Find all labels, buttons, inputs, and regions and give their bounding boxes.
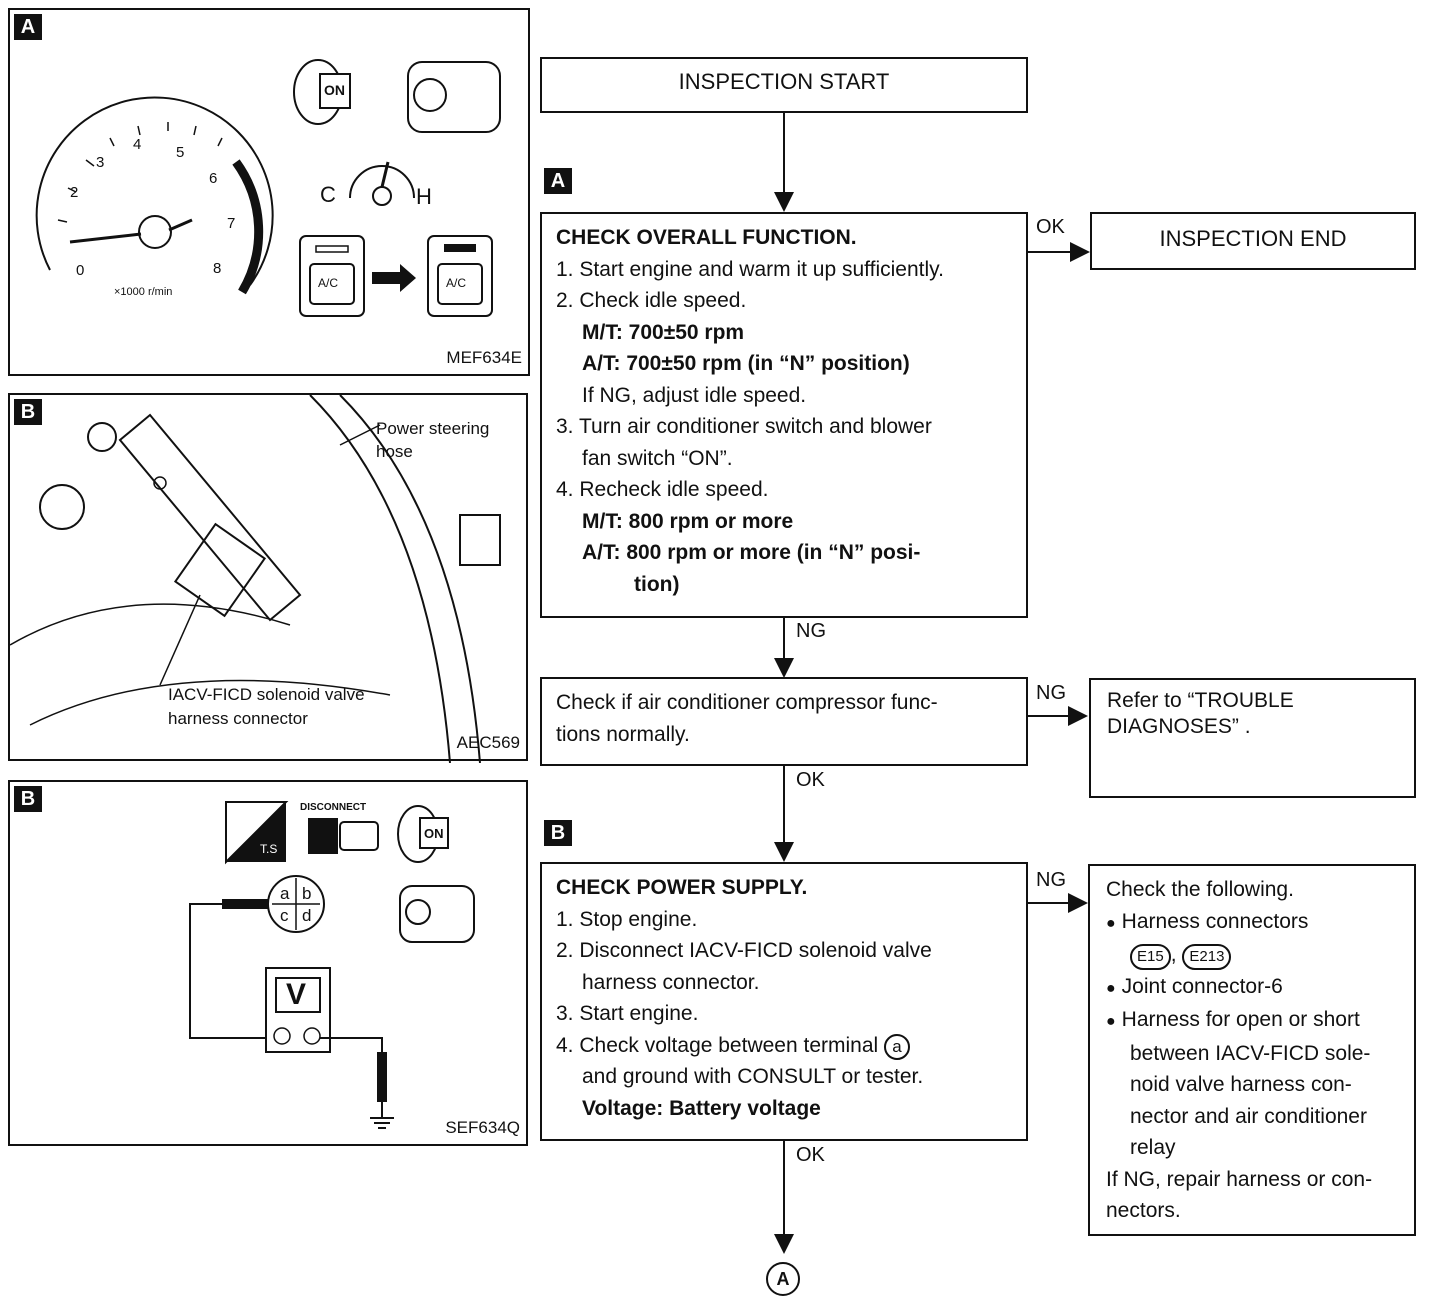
engine-bay-illustration — [10, 395, 501, 763]
connector-separator: , — [1170, 943, 1177, 966]
check-power-supply-box: CHECK POWER SUPPLY. 1. Stop engine. 2. D… — [540, 862, 1028, 1141]
check1-line2: 2. Check idle speed. — [556, 289, 747, 312]
ng-label: NG — [796, 620, 826, 642]
following-line7: nector and air conditioner — [1130, 1104, 1367, 1128]
check-following-box: Check the following. Harness connectors … — [1088, 864, 1416, 1236]
tach-number-5: 5 — [176, 144, 185, 161]
panel-tag: B — [14, 786, 42, 812]
gauge-hot: H — [416, 184, 432, 209]
tick-marks — [57, 122, 223, 223]
figure-id: MEF634E — [446, 348, 522, 367]
check1-line11: tion) — [634, 572, 680, 596]
tach-number-8: 8 — [213, 260, 222, 277]
pin-c: c — [280, 906, 289, 925]
disconnect-label: DISCONNECT — [300, 802, 367, 813]
tach-number-6: 6 — [209, 170, 218, 187]
check-compressor-box: Check if air conditioner compressor func… — [540, 677, 1028, 766]
tach-number-7: 7 — [227, 215, 236, 232]
voltmeter-display: V — [286, 978, 307, 1011]
check3-line2: 2. Disconnect IACV-FICD solenoid valve — [556, 939, 932, 962]
trouble-line2: DIAGNOSES” . — [1107, 715, 1251, 738]
connector-codes: E15, E213 — [1106, 939, 1398, 971]
connector-e213: E213 — [1182, 944, 1232, 970]
tach-unit: ×1000 r/min — [114, 286, 173, 298]
following-line8: relay — [1130, 1136, 1176, 1159]
check3-line7: Voltage: Battery voltage — [582, 1096, 821, 1120]
ts-label: T.S — [260, 842, 278, 856]
panel-tag: B — [14, 399, 42, 425]
voltage-check-illustration — [189, 801, 475, 1129]
valve-label-2: harness connector — [168, 709, 308, 728]
following-line1: Check the following. — [1106, 878, 1294, 901]
figure-id: SEF634Q — [445, 1118, 520, 1137]
check1-line7: fan switch “ON”. — [582, 446, 733, 470]
ok-label: OK — [796, 1144, 825, 1166]
check1-line10: A/T: 800 rpm or more (in “N” posi- — [582, 541, 921, 564]
trouble-diagnoses-box: Refer to “TROUBLE DIAGNOSES” . — [1089, 678, 1416, 798]
pin-b: b — [302, 884, 312, 903]
check3-line6: and ground with CONSULT or tester. — [582, 1065, 924, 1088]
following-line10: nectors. — [1106, 1199, 1181, 1222]
figure-panel-b1: B Power steering hose IACV-FICD solenoid… — [8, 393, 528, 763]
figure-id: AEC569 — [456, 733, 520, 752]
following-line5: between IACV-FICD sole- — [1130, 1041, 1371, 1065]
check1-heading: CHECK OVERALL FUNCTION. — [556, 226, 857, 249]
step-tag-b: B — [544, 820, 572, 846]
goto-connector-a: A — [766, 1262, 800, 1296]
check3-line1: 1. Stop engine. — [556, 907, 698, 931]
valve-label-1: IACV-FICD solenoid valve — [168, 685, 365, 704]
ok-label: OK — [1036, 216, 1065, 238]
check1-line4: A/T: 700±50 rpm (in “N” position) — [582, 352, 910, 375]
pin-a: a — [280, 884, 290, 903]
tach-number-3: 3 — [96, 154, 105, 171]
ac-button-off: A/C — [318, 276, 339, 290]
check-overall-function-box: CHECK OVERALL FUNCTION. 1. Start engine … — [540, 212, 1028, 618]
figure-panel-b2: B T.S DISCONNECT ON a b c d V SEF634Q — [8, 780, 528, 1146]
following-line4: Harness for open or short — [1106, 1004, 1398, 1038]
terminal-a-symbol: a — [884, 1033, 911, 1060]
tach-number-2: 2 — [70, 184, 79, 201]
check1-line6: 3. Turn air conditioner switch and blowe… — [556, 415, 932, 438]
tachometer-illustration — [35, 59, 501, 317]
check1-line1: 1. Start engine and warm it up sufficien… — [556, 257, 944, 281]
following-line2: Harness connectors — [1106, 906, 1398, 940]
check3-line5: 4. Check voltage between terminal a — [556, 1030, 1012, 1062]
hose-label: Power steering hose — [376, 419, 490, 461]
check1-line8: 4. Recheck idle speed. — [556, 478, 769, 501]
tach-number-0: 0 — [76, 262, 85, 279]
check3-line4: 3. Start engine. — [556, 1002, 699, 1025]
pin-d: d — [302, 906, 312, 925]
inspection-end-box: INSPECTION END — [1090, 212, 1416, 270]
inspection-start-box: INSPECTION START — [540, 57, 1028, 113]
panel-tag: A — [14, 14, 42, 40]
check3-heading: CHECK POWER SUPPLY. — [556, 876, 808, 899]
check3-line5-text: 4. Check voltage between terminal — [556, 1033, 879, 1057]
tach-number-4: 4 — [133, 136, 142, 153]
trouble-line1: Refer to “TROUBLE — [1107, 689, 1294, 712]
step-tag-a: A — [544, 168, 572, 194]
ng-label: NG — [1036, 682, 1066, 704]
check1-line5: If NG, adjust idle speed. — [582, 383, 807, 407]
following-line9: If NG, repair harness or con- — [1106, 1167, 1373, 1191]
ignition-key-icon: ON — [424, 826, 444, 841]
ok-label: OK — [796, 769, 825, 791]
figure-panel-a: A 0 2 3 4 5 6 7 8 ×1000 — [8, 8, 530, 376]
following-line6: noid valve harness con- — [1130, 1073, 1352, 1096]
connector-e15: E15 — [1130, 944, 1171, 970]
gauge-cold: C — [320, 182, 336, 207]
check1-line9: M/T: 800 rpm or more — [582, 509, 794, 533]
check1-line3: M/T: 700±50 rpm — [582, 320, 745, 344]
ignition-key-icon: ON — [324, 82, 345, 98]
check3-line3: harness connector. — [582, 970, 760, 994]
ng-label: NG — [1036, 869, 1066, 891]
following-line3: Joint connector-6 — [1106, 971, 1398, 1005]
check2-line2: tions normally. — [556, 722, 690, 746]
check2-line1: Check if air conditioner compressor func… — [556, 691, 938, 714]
ac-button-on: A/C — [446, 276, 467, 290]
